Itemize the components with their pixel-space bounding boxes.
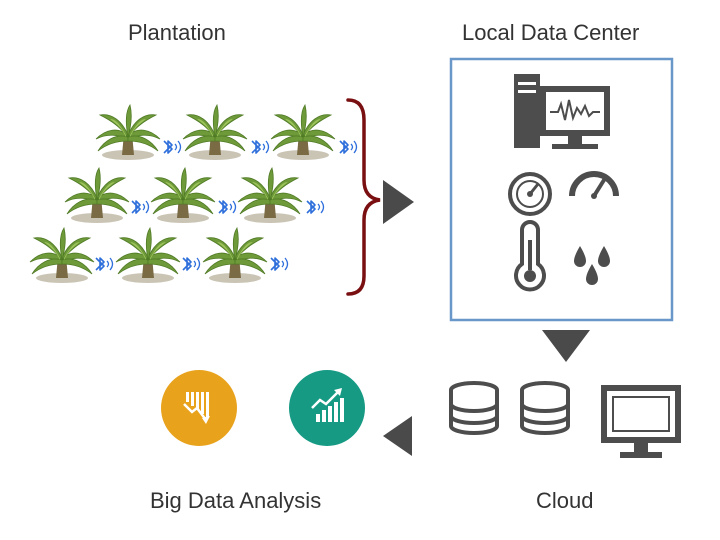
database-icon: [449, 381, 499, 435]
bluetooth-signal-icon: [251, 140, 270, 154]
water-drops-icon: [574, 246, 610, 285]
palm-tree-icon: [237, 167, 303, 224]
monitoring-computer-icon: [514, 74, 610, 149]
bluetooth-signal-icon: [270, 257, 289, 271]
bluetooth-signal-icon: [306, 200, 325, 214]
bluetooth-signal-icon: [95, 257, 114, 271]
bluetooth-signal-icon: [182, 257, 201, 271]
speedometer-icon: [569, 171, 619, 199]
monitor-icon: [601, 385, 681, 458]
big-data-analysis-label: Big Data Analysis: [150, 488, 322, 513]
palm-tree-icon: [115, 227, 181, 284]
curly-brace: [346, 98, 381, 296]
arrow-right: [383, 180, 414, 224]
thermometer-icon: [514, 220, 546, 292]
local-data-center-label: Local Data Center: [462, 20, 640, 45]
cloud-label: Cloud: [536, 488, 594, 513]
pressure-gauge-icon: [508, 172, 552, 216]
bluetooth-signal-icon: [339, 140, 358, 154]
palm-tree-icon: [64, 167, 130, 224]
palm-tree-icon: [202, 227, 268, 284]
palm-tree-icon: [95, 104, 161, 161]
uptrend-analysis-icon: [289, 370, 365, 446]
palm-tree-icon: [270, 104, 336, 161]
arrow-down: [542, 330, 590, 362]
palm-tree-icon: [29, 227, 95, 284]
plantation-label: Plantation: [128, 20, 226, 45]
tree-grid: [29, 104, 336, 284]
palm-tree-icon: [182, 104, 248, 161]
bluetooth-signal-icon: [163, 140, 182, 154]
database-icon: [520, 381, 570, 435]
bluetooth-signal-icon: [218, 200, 237, 214]
palm-tree-icon: [150, 167, 216, 224]
bluetooth-signal-icon: [131, 200, 150, 214]
arrow-left: [383, 416, 412, 456]
downtrend-analysis-icon: [161, 370, 237, 446]
